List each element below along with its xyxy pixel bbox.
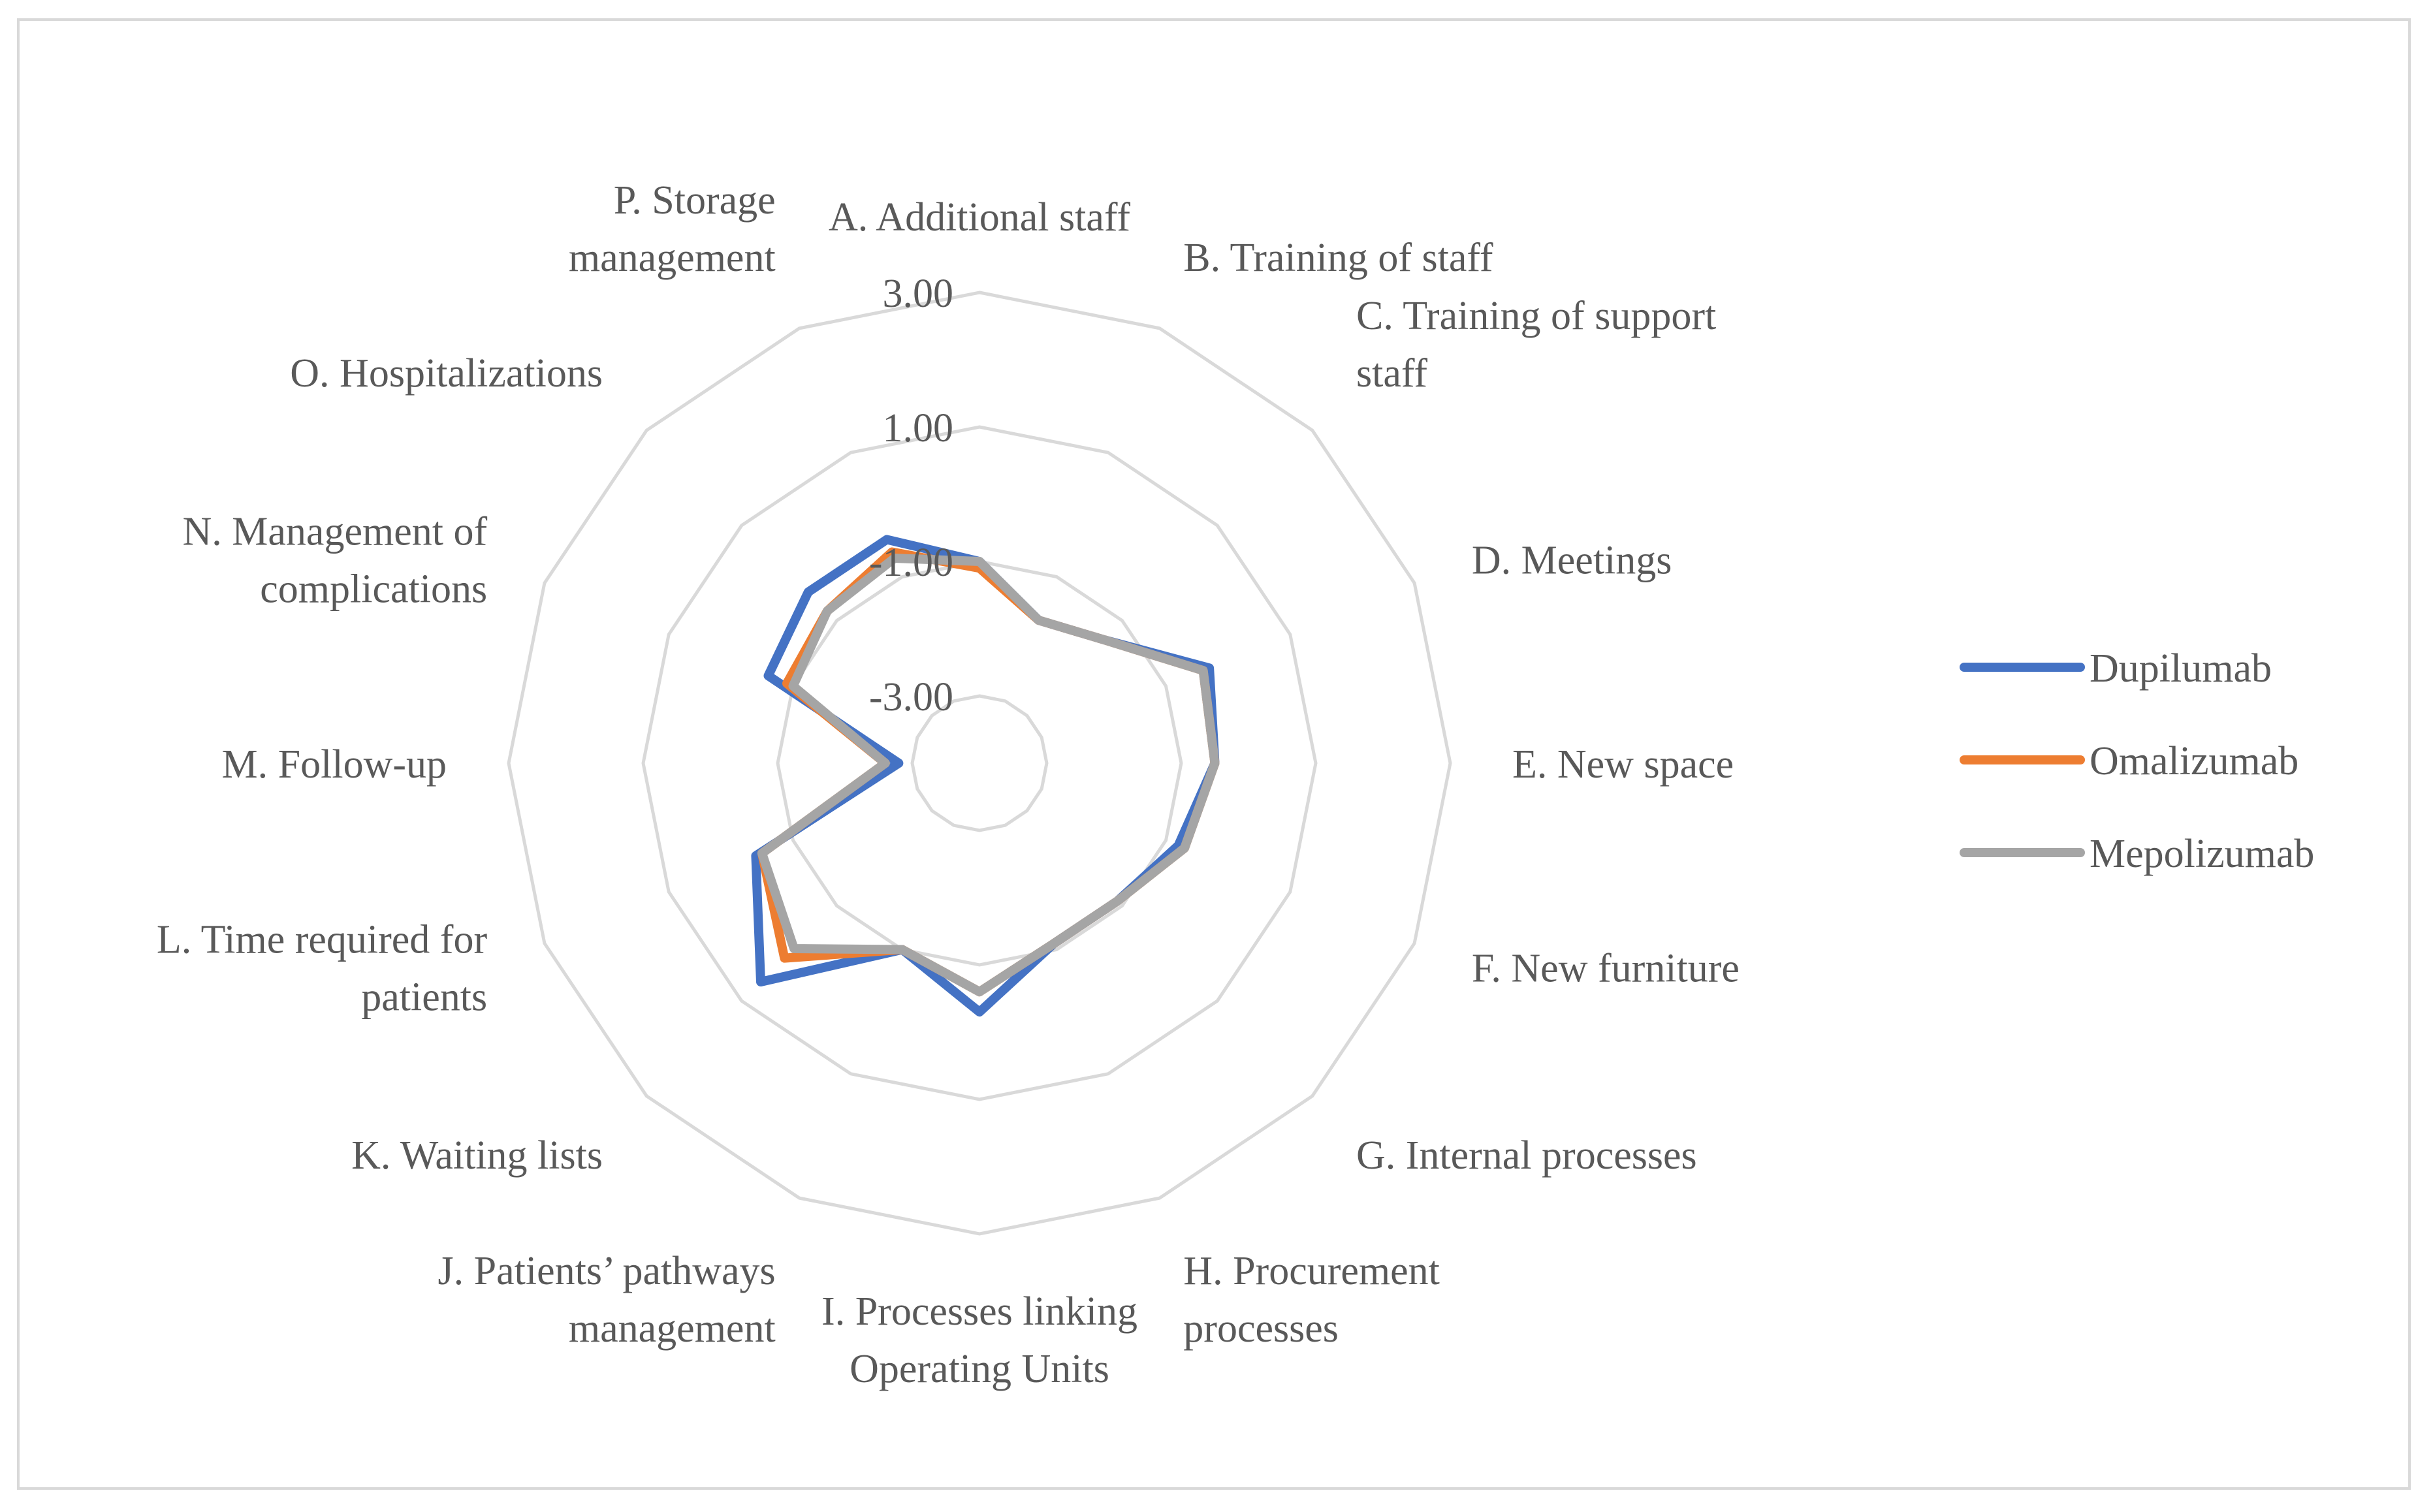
legend-item-label: Mepolizumab xyxy=(2090,832,2314,876)
category-label: F. New furniture xyxy=(1472,946,1740,990)
grid-ring-3 xyxy=(910,694,1049,832)
category-label: I. Processes linking xyxy=(821,1289,1137,1334)
tick-label: -1.00 xyxy=(869,541,953,585)
radar-category-labels: A. Additional staff B. Training of staffC… xyxy=(157,178,1740,1391)
grid-ring-2 xyxy=(776,559,1183,967)
category-label: H. Procurement xyxy=(1183,1249,1440,1293)
category-label: P. Storage xyxy=(614,178,776,223)
category-label: Operating Units xyxy=(850,1347,1109,1391)
tick-label: 3.00 xyxy=(883,272,954,316)
series-line-mepolizumab xyxy=(757,554,1220,997)
category-label: B. Training of staff xyxy=(1183,236,1493,280)
category-label: management xyxy=(569,236,776,280)
radar-tick-labels: 3.00 1.00 -1.00 -3.00 xyxy=(869,272,953,719)
category-label: staff xyxy=(1356,351,1427,396)
radar-series xyxy=(751,535,1220,1017)
category-label: complications xyxy=(260,567,487,612)
category-label: A. Additional staff xyxy=(829,195,1130,240)
tick-label: -3.00 xyxy=(869,675,953,719)
grid-ring-1 xyxy=(641,425,1318,1101)
series-line-omalizumab xyxy=(757,547,1220,997)
category-label: L. Time required for xyxy=(157,917,488,962)
grid-ring-0 xyxy=(507,291,1452,1236)
category-label: processes xyxy=(1183,1306,1339,1351)
category-label: E. New space xyxy=(1512,742,1734,787)
category-label: M. Follow-up xyxy=(222,742,447,787)
legend-item-label: Dupilumab xyxy=(2090,646,2272,691)
category-label: G. Internal processes xyxy=(1356,1133,1697,1178)
radar-chart: 3.00 1.00 -1.00 -3.00 A. Additional staffB.… xyxy=(157,178,2315,1391)
category-label: J. Patients’ pathways xyxy=(438,1249,776,1293)
category-label: O. Hospitalizations xyxy=(290,351,603,396)
tick-label: 1.00 xyxy=(883,406,954,450)
category-label: D. Meetings xyxy=(1472,539,1672,583)
category-label: management xyxy=(569,1306,776,1351)
radar-grid xyxy=(507,291,1452,1236)
category-label: patients xyxy=(361,975,487,1019)
legend-item-label: Omalizumab xyxy=(2090,739,2298,783)
category-label: C. Training of support xyxy=(1356,294,1716,338)
category-label: K. Waiting lists xyxy=(351,1133,603,1178)
category-label: N. Management of xyxy=(183,510,488,554)
